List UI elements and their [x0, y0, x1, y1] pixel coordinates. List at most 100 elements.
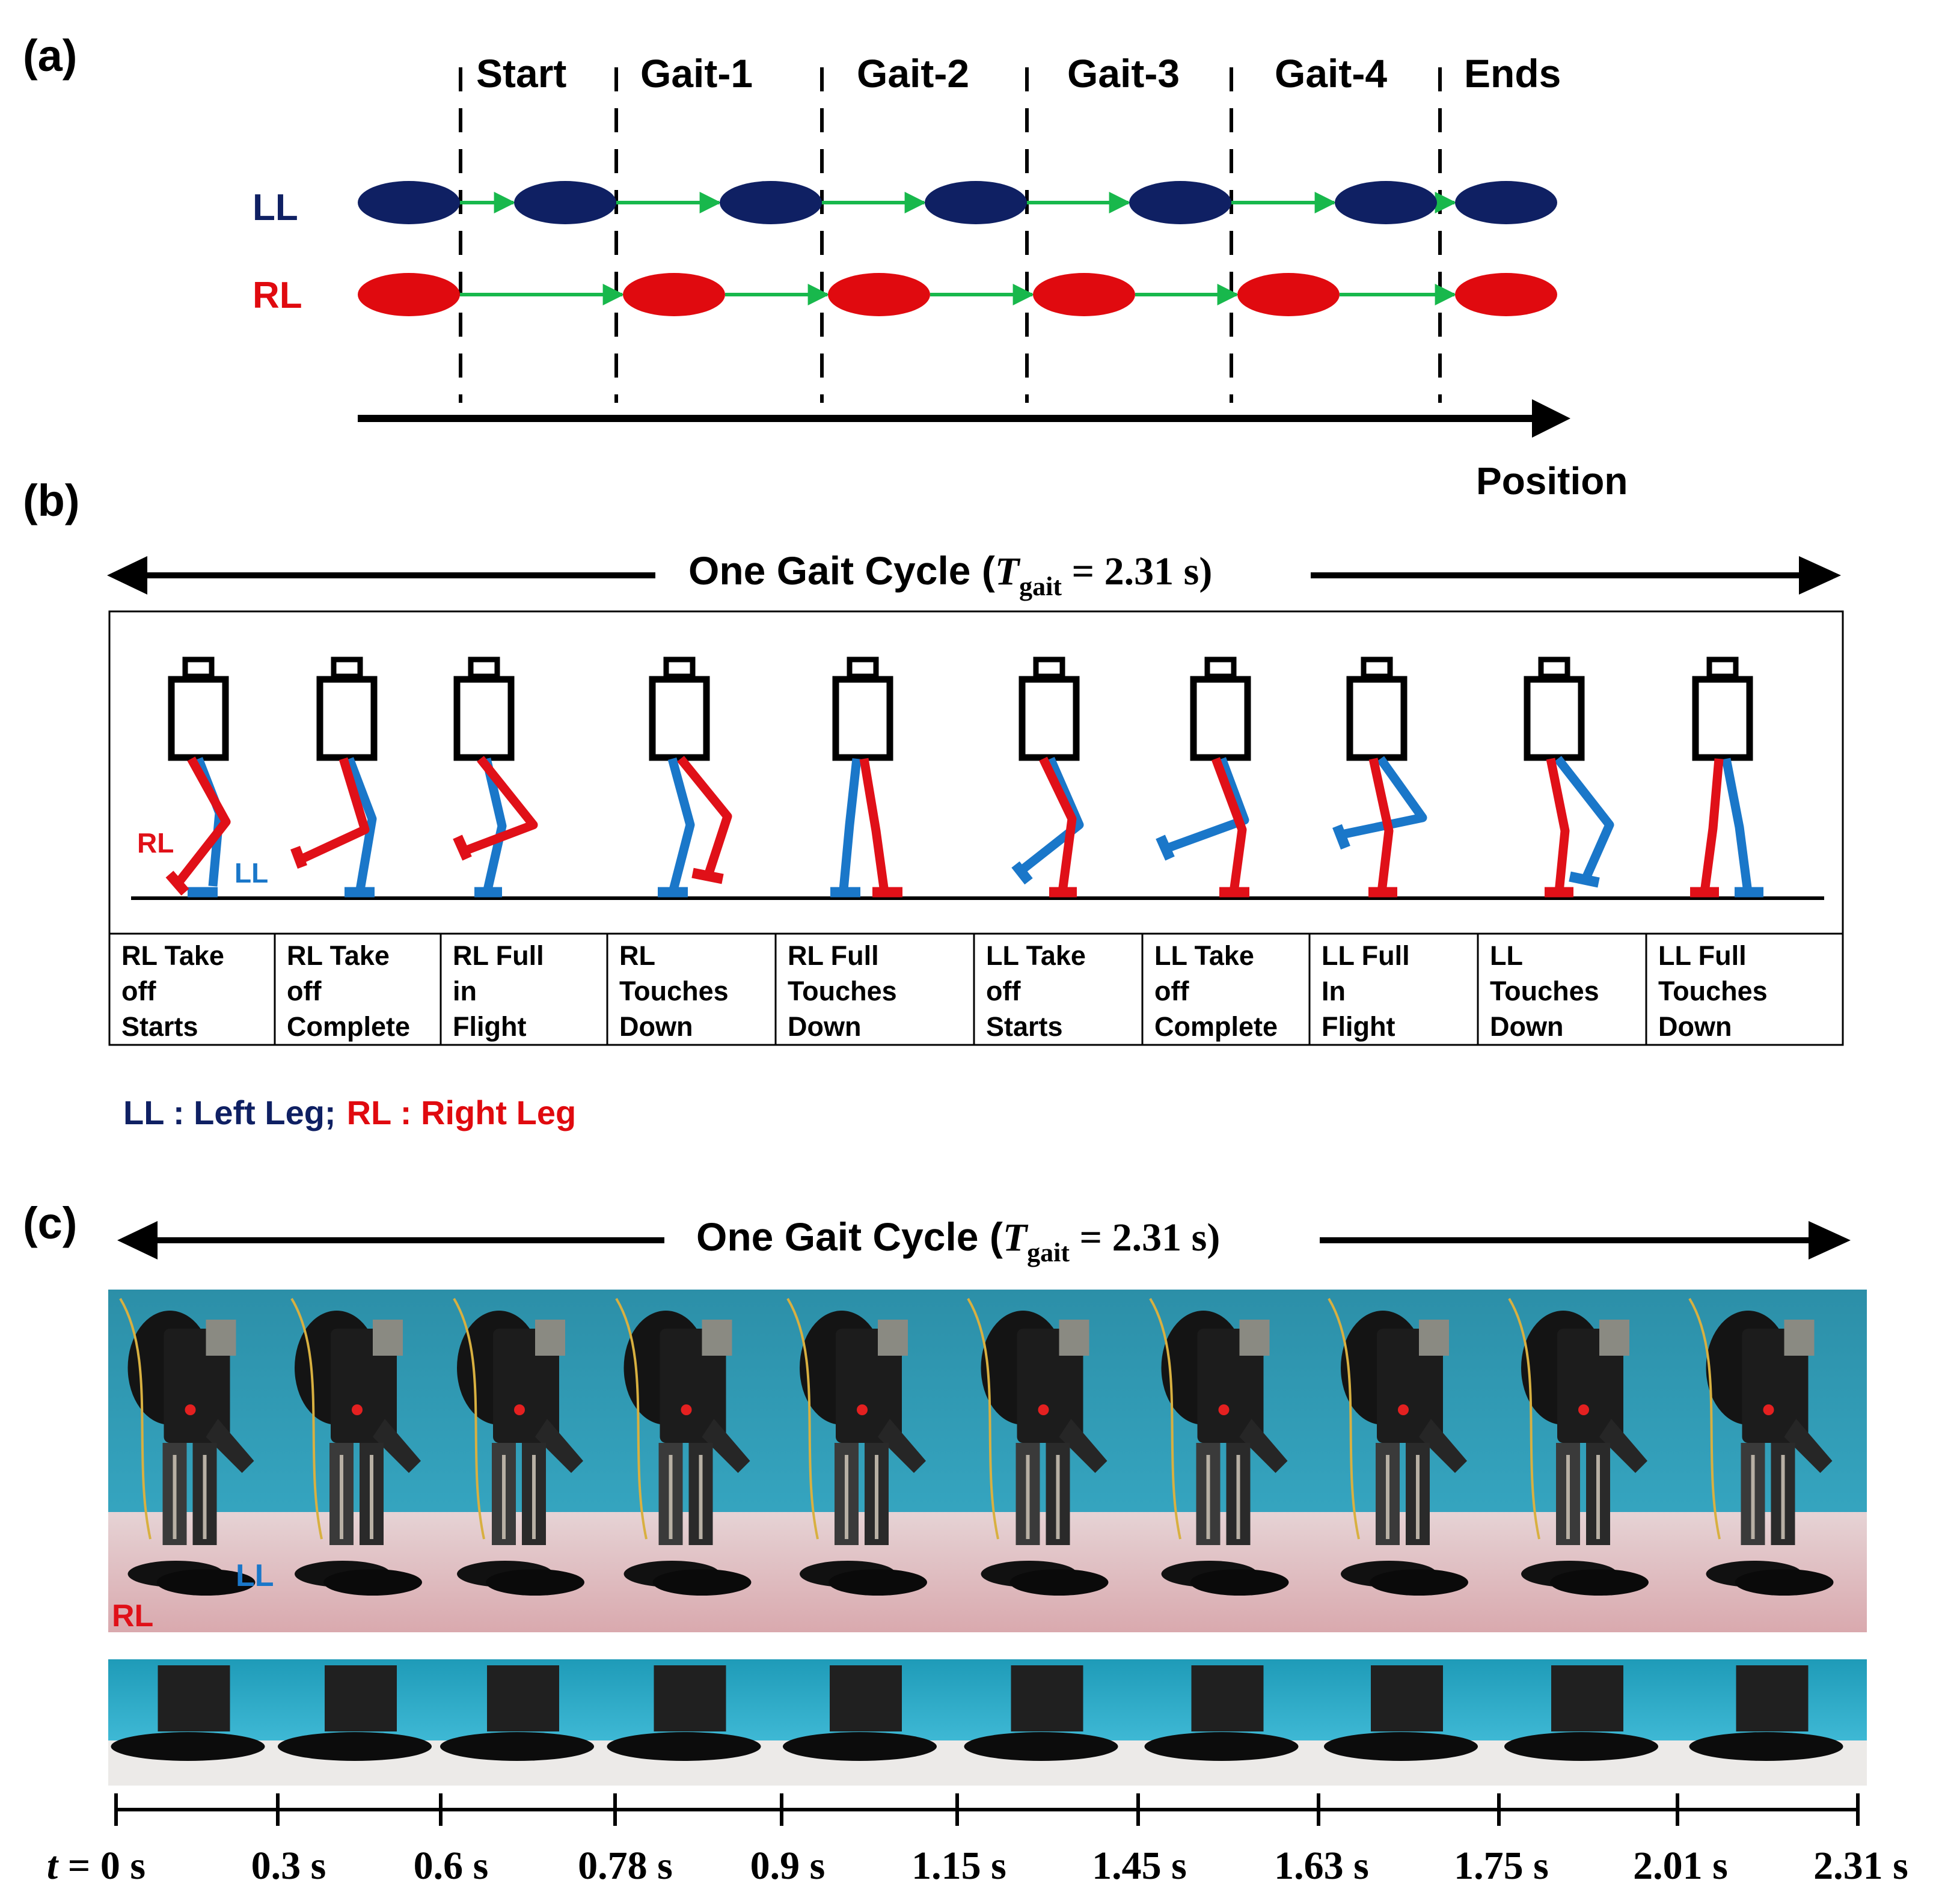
robot-foot: [1550, 1569, 1649, 1596]
left-leg: [1163, 757, 1249, 854]
foot-closeup-9: [1497, 1659, 1677, 1786]
robot-foot: [1735, 1569, 1834, 1596]
rl-footstep-row: [358, 273, 1557, 316]
phase-cell-text: LL Full: [1658, 940, 1747, 971]
phase-cell-text: RL: [619, 940, 655, 971]
stick-figure-2: [290, 657, 378, 898]
phase-cell-text: Touches: [619, 976, 729, 1006]
figure-head: [1706, 657, 1739, 679]
phase-cell-text: Complete: [287, 1011, 410, 1042]
figure-torso: [1692, 676, 1753, 761]
closeup-foot: [964, 1732, 1118, 1761]
time-tick-label: 0.6 s: [414, 1844, 489, 1888]
robot-foot: [323, 1569, 422, 1596]
robot-photo-9: [1497, 1290, 1677, 1632]
right-leg: [1039, 756, 1077, 893]
left-foot: [1332, 824, 1350, 850]
robot-cable: [967, 1297, 999, 1540]
robot-head-servo: [373, 1320, 403, 1356]
stick-figure-3: [453, 657, 538, 898]
figure-head: [663, 657, 696, 679]
robot-foot: [1190, 1569, 1289, 1596]
closeup-foot: [1504, 1732, 1658, 1761]
robot-cable: [453, 1297, 485, 1540]
figure-torso: [1190, 676, 1251, 761]
robot-led: [1398, 1404, 1409, 1415]
robot-photo-3: [442, 1290, 604, 1632]
phase-cell-text: Flight: [453, 1011, 526, 1042]
time-tick: 0.3 s: [251, 1793, 326, 1888]
robot-cable: [119, 1297, 152, 1540]
robot-foot: [1009, 1569, 1109, 1596]
foot-closeup-8: [1317, 1659, 1497, 1786]
phase-label: Gait-4: [1275, 51, 1387, 96]
robot-photo-2: [280, 1290, 442, 1632]
robot-head-servo: [1419, 1320, 1449, 1356]
time-tick: 1.63 s: [1274, 1793, 1369, 1888]
time-tick-label: 2.31 s: [1813, 1844, 1908, 1888]
panel-c-label: (c): [23, 1198, 77, 1248]
robot-torso: [836, 1329, 902, 1443]
foot-closeup-3: [440, 1659, 604, 1786]
phase-cell-text: off: [1154, 976, 1189, 1006]
closeup-ankle: [158, 1665, 230, 1731]
phase-cell-text: LL Take: [1154, 940, 1254, 971]
time-tick: 1.75 s: [1454, 1793, 1549, 1888]
figure-torso: [453, 676, 515, 761]
figure-head: [331, 657, 363, 679]
robot-cable: [786, 1297, 819, 1540]
time-tick-label: 0.78 s: [578, 1844, 673, 1888]
closeup-ankle: [1736, 1665, 1809, 1731]
robot-photo-7: [1138, 1290, 1317, 1632]
foot-closeup-6: [956, 1659, 1138, 1786]
figure-label-ll: LL: [234, 857, 268, 889]
phase-cell-text: off: [121, 976, 156, 1006]
robot-head-servo: [206, 1320, 236, 1356]
time-tick-label: t = 0 s: [47, 1844, 146, 1888]
phase-cell-text: off: [287, 976, 322, 1006]
robot-head-servo: [1784, 1320, 1815, 1356]
panel-a-label: (a): [23, 31, 77, 81]
robot-led: [514, 1404, 525, 1415]
phase-label: Gait-1: [640, 51, 753, 96]
phase-cell-text: Down: [788, 1011, 861, 1042]
ll-footprint: [514, 181, 616, 224]
left-foot: [1156, 834, 1175, 861]
phase-cell-text: Down: [1490, 1011, 1563, 1042]
figure-torso: [1346, 676, 1408, 761]
phase-cell-text: Starts: [121, 1011, 198, 1042]
gait-cycle-span-arrow: [107, 556, 1841, 595]
time-tick: t = 0 s: [47, 1793, 146, 1888]
position-axis: [358, 399, 1570, 438]
foot-closeup-7: [1138, 1659, 1317, 1786]
phase-cell-text: RL Full: [453, 940, 544, 971]
phase-cell-text: RL Take: [121, 940, 224, 971]
foot-closeup-5: [776, 1659, 956, 1786]
time-tick: 1.15 s: [911, 1793, 1006, 1888]
left-leg: [1020, 757, 1084, 873]
robot-head-servo: [878, 1320, 908, 1356]
closeup-foot: [1689, 1732, 1843, 1761]
phase-label: Gait-3: [1067, 51, 1180, 96]
right-foot: [691, 868, 724, 884]
closeup-ankle: [830, 1665, 902, 1731]
robot-head-servo: [1239, 1320, 1270, 1356]
robot-photo-10: [1677, 1290, 1867, 1632]
right-leg: [677, 756, 732, 881]
closeup-ankle: [1551, 1665, 1623, 1731]
robot-photo-strip: [108, 1290, 1867, 1632]
phase-cell-text: In: [1322, 976, 1346, 1006]
robot-arm: [1419, 1419, 1467, 1473]
foot-closeup-4: [604, 1659, 776, 1786]
ll-footprint: [720, 181, 822, 224]
left-leg: [839, 758, 862, 890]
phase-cell-text: off: [986, 976, 1021, 1006]
right-leg: [1211, 757, 1247, 893]
figure-torso: [316, 676, 378, 761]
right-leg: [177, 756, 231, 883]
phase-cell-text: LL Full: [1322, 940, 1410, 971]
